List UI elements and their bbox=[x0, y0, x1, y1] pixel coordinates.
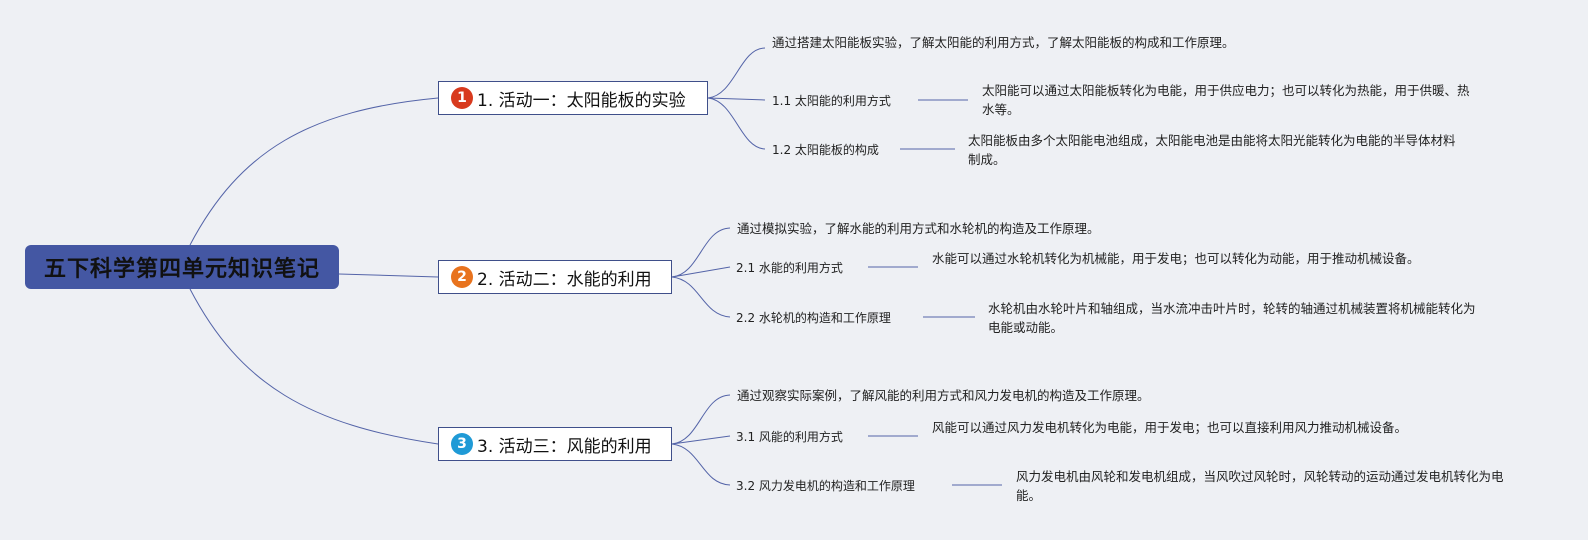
root-topic[interactable]: 五下科学第四单元知识笔记 bbox=[25, 245, 339, 289]
priority-3-icon: 3 bbox=[451, 433, 473, 455]
subtopic-2-1-detail[interactable]: 水能可以通过水轮机转化为机械能，用于发电；也可以转化为动能，用于推动机械设备。 bbox=[932, 251, 1420, 266]
connector-b2-sub1 bbox=[671, 266, 731, 278]
branch-1-topic[interactable]: 1 1. 活动一：太阳能板的实验 bbox=[438, 81, 708, 115]
subtopic-2-2-detail[interactable]: 水轮机由水轮叶片和轴组成，当水流冲击叶片时，轮转的轴通过机械装置将机械能转化为电… bbox=[988, 301, 1476, 335]
connector-b1-sub1 bbox=[707, 97, 766, 101]
priority-2-icon: 2 bbox=[451, 266, 473, 288]
connector-root-branch-1 bbox=[189, 97, 439, 246]
subtopic-1-2-label[interactable]: 1.2 太阳能板的构成 bbox=[772, 143, 879, 157]
connector-b3-sub1 bbox=[671, 435, 731, 445]
subtopic-2-1-label[interactable]: 2.1 水能的利用方式 bbox=[736, 261, 843, 275]
branch-2-topic[interactable]: 2 2. 活动二：水能的利用 bbox=[438, 260, 672, 294]
branch-2-intro[interactable]: 通过模拟实验，了解水能的利用方式和水轮机的构造及工作原理。 bbox=[737, 221, 1100, 236]
subtopic-3-2-label[interactable]: 3.2 风力发电机的构造和工作原理 bbox=[736, 479, 915, 493]
branch-1-title: 1. 活动一：太阳能板的实验 bbox=[477, 90, 686, 111]
branch-2-title: 2. 活动二：水能的利用 bbox=[477, 269, 652, 290]
subtopic-3-2-detail[interactable]: 风力发电机由风轮和发电机组成，当风吹过风轮时，风轮转动的运动通过发电机转化为电能… bbox=[1016, 469, 1504, 503]
subtopic-3-1-label[interactable]: 3.1 风能的利用方式 bbox=[736, 430, 843, 444]
branch-3-topic[interactable]: 3 3. 活动三：风能的利用 bbox=[438, 427, 672, 461]
connector-root-branch-2 bbox=[338, 273, 439, 278]
subtopic-1-1-detail[interactable]: 太阳能可以通过太阳能板转化为电能，用于供应电力；也可以转化为热能，用于供暖、热水… bbox=[982, 83, 1470, 117]
connector-b3-sub2 bbox=[671, 443, 731, 486]
branch-1-intro[interactable]: 通过搭建太阳能板实验，了解太阳能的利用方式，了解太阳能板的构成和工作原理。 bbox=[772, 35, 1235, 50]
subtopic-3-1-detail[interactable]: 风能可以通过风力发电机转化为电能，用于发电；也可以直接利用风力推动机械设备。 bbox=[932, 420, 1408, 435]
connector-b2-intro bbox=[671, 227, 731, 278]
connector-b3-intro bbox=[671, 394, 731, 445]
connector-b1-sub2 bbox=[707, 97, 766, 150]
branch-3-title: 3. 活动三：风能的利用 bbox=[477, 436, 652, 457]
connector-b1-intro bbox=[707, 47, 766, 99]
connector-b2-sub2 bbox=[671, 276, 731, 318]
subtopic-1-2-detail[interactable]: 太阳能板由多个太阳能电池组成，太阳能电池是由能将太阳光能转化为电能的半导体材料制… bbox=[968, 133, 1456, 167]
priority-1-icon: 1 bbox=[451, 87, 473, 109]
subtopic-2-2-label[interactable]: 2.2 水轮机的构造和工作原理 bbox=[736, 311, 891, 325]
branch-3-intro[interactable]: 通过观察实际案例，了解风能的利用方式和风力发电机的构造及工作原理。 bbox=[737, 388, 1150, 403]
subtopic-1-1-label[interactable]: 1.1 太阳能的利用方式 bbox=[772, 94, 891, 108]
connector-root-branch-3 bbox=[189, 288, 439, 445]
